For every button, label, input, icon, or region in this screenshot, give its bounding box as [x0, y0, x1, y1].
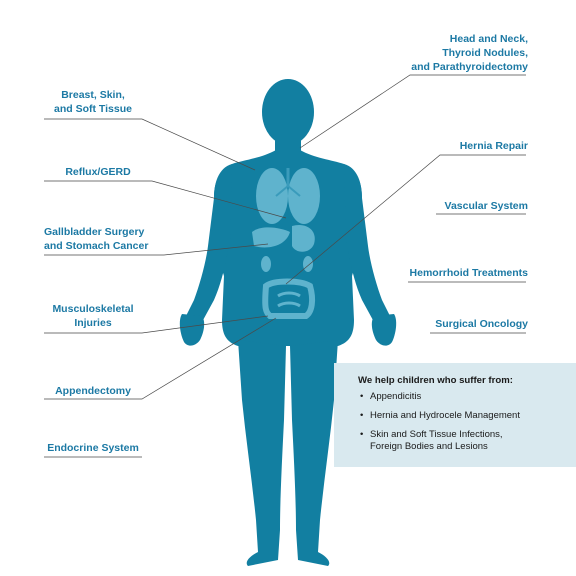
label-line: Breast, Skin, [61, 89, 125, 101]
bullet-icon: • [360, 410, 364, 421]
label-breast-skin-soft-tissue: Breast, Skin, and Soft Tissue [44, 88, 142, 116]
label-musculoskeletal: Musculoskeletal Injuries [44, 302, 142, 330]
label-line: and Parathyroidectomy [411, 61, 528, 73]
leader-reflux [44, 180, 287, 219]
left-arm-shape [184, 164, 232, 323]
info-box: We help children who suffer from: • Appe… [334, 363, 576, 467]
head-shape [262, 79, 314, 145]
label-line: Thyroid Nodules, [442, 47, 528, 59]
label-endocrine-system: Endocrine System [44, 441, 142, 455]
bullet-icon: • [360, 391, 364, 402]
right-hand-shape [371, 314, 397, 346]
left-kidney-icon [261, 256, 271, 272]
leader-lines [44, 74, 526, 458]
label-line: Endocrine System [47, 442, 139, 454]
label-line: Vascular System [444, 200, 528, 212]
leader-head [299, 74, 526, 149]
label-line: Injuries [74, 317, 112, 329]
liver-icon [252, 227, 290, 248]
label-reflux-gerd: Reflux/GERD [44, 165, 152, 179]
label-line: and Stomach Cancer [44, 240, 149, 252]
info-box-list: • Appendicitis • Hernia and Hydrocele Ma… [358, 391, 566, 453]
list-item-text: Foreign Bodies and Lesions [370, 441, 488, 452]
list-item: • Hernia and Hydrocele Management [358, 410, 566, 422]
label-gallbladder-stomach: Gallbladder Surgery and Stomach Cancer [44, 225, 170, 253]
leader-breast [44, 118, 256, 171]
list-item: • Skin and Soft Tissue Infections, Forei… [358, 429, 566, 453]
label-line: Hernia Repair [459, 140, 528, 152]
label-appendectomy: Appendectomy [44, 384, 142, 398]
organs [252, 168, 320, 319]
body-silhouette [179, 79, 397, 566]
leader-gallbladder [44, 243, 269, 256]
leader-musculo [44, 315, 269, 334]
label-hemorrhoid-treatments: Hemorrhoid Treatments [398, 266, 528, 280]
intestines-icon [262, 278, 316, 319]
left-hand-shape [179, 314, 205, 346]
left-lung-icon [256, 168, 288, 224]
bronchi-icon [275, 185, 301, 197]
label-line: Head and Neck, [449, 33, 528, 45]
label-line: Hemorrhoid Treatments [409, 267, 528, 279]
label-head-neck-thyroid: Head and Neck, Thyroid Nodules, and Para… [406, 32, 528, 74]
label-line: and Soft Tissue [54, 103, 132, 115]
stomach-icon [292, 224, 315, 252]
label-vascular-system: Vascular System [418, 199, 528, 213]
label-line: Appendectomy [55, 385, 131, 397]
right-kidney-icon [303, 256, 313, 272]
right-lung-icon [288, 168, 320, 224]
list-item-text: Hernia and Hydrocele Management [370, 410, 520, 421]
small-intestine-icon [277, 291, 301, 308]
left-leg-shape [238, 340, 286, 566]
right-leg-shape [290, 340, 338, 566]
leader-appendectomy [44, 317, 277, 400]
label-surgical-oncology: Surgical Oncology [418, 317, 528, 331]
list-item-text: Appendicitis [370, 391, 422, 402]
list-item-text: Skin and Soft Tissue Infections, [370, 429, 503, 440]
torso-shape [214, 150, 362, 346]
leader-hernia [285, 154, 526, 285]
label-hernia-repair: Hernia Repair [418, 139, 528, 153]
list-item: • Appendicitis [358, 391, 566, 403]
label-line: Gallbladder Surgery [44, 226, 145, 238]
label-line: Musculoskeletal [52, 303, 134, 315]
info-box-title: We help children who suffer from: [358, 375, 513, 386]
right-arm-shape [344, 164, 392, 323]
label-line: Surgical Oncology [435, 318, 528, 330]
bullet-icon: • [360, 429, 364, 440]
label-line: Reflux/GERD [65, 166, 131, 178]
